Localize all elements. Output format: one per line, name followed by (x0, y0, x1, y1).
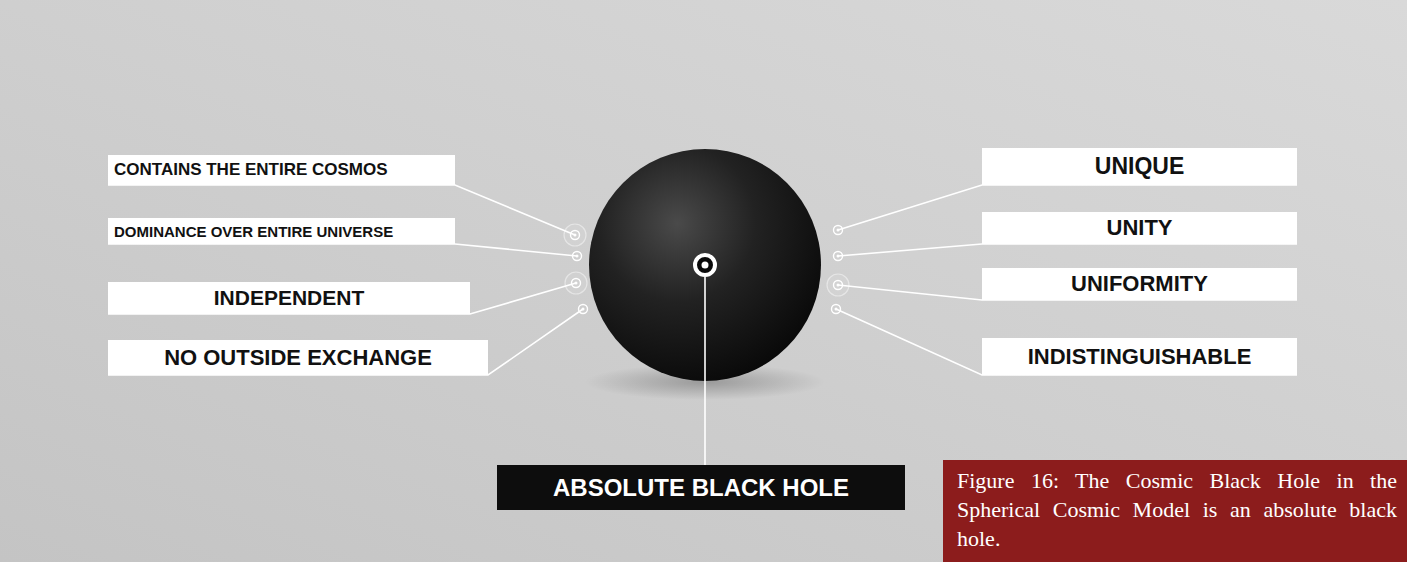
box-label: CONTAINS THE ENTIRE COSMOS (114, 160, 388, 180)
title-box: ABSOLUTE BLACK HOLE (497, 465, 905, 510)
box-label: INDEPENDENT (214, 286, 365, 310)
leader-line (836, 309, 1297, 375)
box-label: INDISTINGUISHABLE (1028, 344, 1252, 370)
anchor-dot-center (576, 255, 579, 258)
box-label: UNIQUE (1095, 153, 1184, 180)
anchor-dot (573, 252, 582, 261)
property-box: UNIFORMITY (982, 268, 1297, 300)
box-label: ABSOLUTE BLACK HOLE (553, 474, 849, 502)
dot-halo (565, 272, 587, 294)
centre-dot (702, 262, 709, 269)
leader-line (108, 283, 576, 314)
property-box: INDISTINGUISHABLE (982, 338, 1297, 375)
anchor-dot-center (837, 229, 840, 232)
dot-halo (827, 274, 849, 296)
box-label: DOMINANCE OVER ENTIRE UNIVERSE (114, 223, 393, 240)
anchor-dot-center (837, 255, 840, 258)
leader-line (108, 309, 583, 375)
anchor-dot (834, 226, 843, 235)
anchor-dot (579, 305, 588, 314)
centre-target (695, 255, 715, 275)
leader-line (108, 244, 577, 256)
anchor-dot-center (575, 282, 578, 285)
property-box: DOMINANCE OVER ENTIRE UNIVERSE (108, 218, 455, 244)
box-label: UNITY (1107, 215, 1173, 241)
box-label: UNIFORMITY (1071, 271, 1208, 297)
property-box: UNIQUE (982, 148, 1297, 185)
figure-caption: Figure 16: The Cosmic Black Hole in the … (943, 460, 1407, 562)
property-box: CONTAINS THE ENTIRE COSMOS (108, 155, 455, 185)
dot-halo (564, 224, 586, 246)
anchor-dot (834, 281, 843, 290)
property-box: NO OUTSIDE EXCHANGE (108, 340, 488, 375)
leader-line (838, 244, 1297, 256)
box-label: NO OUTSIDE EXCHANGE (164, 345, 432, 371)
anchor-dot (571, 231, 580, 240)
anchor-dot (834, 252, 843, 261)
anchor-dot-center (574, 234, 577, 237)
property-box: UNITY (982, 212, 1297, 244)
anchor-dot (832, 305, 841, 314)
anchor-dot-center (582, 308, 585, 311)
anchor-dot-center (837, 284, 840, 287)
anchor-dot (572, 279, 581, 288)
property-box: INDEPENDENT (108, 282, 470, 314)
anchor-dot-center (835, 308, 838, 311)
leader-line (704, 277, 706, 465)
